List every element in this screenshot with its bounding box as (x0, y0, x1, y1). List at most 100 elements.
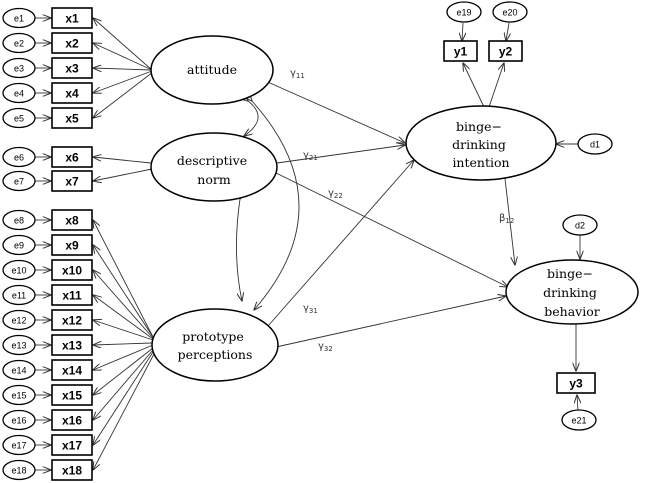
indicator-x11 (51, 284, 93, 306)
path-prototype-to-behavior (275, 296, 506, 348)
indicator-x9 (51, 234, 93, 256)
path-loading-x12 (93, 320, 154, 341)
path-loading-x16 (93, 349, 154, 420)
path-loading-x4 (93, 70, 153, 93)
path-loading-x13 (93, 343, 153, 345)
path-e20-to-y2 (506, 22, 509, 41)
path-loading-x2 (93, 43, 153, 71)
coef-gamma-21: γ21 (303, 150, 318, 162)
path-loading-x8 (93, 220, 154, 338)
latent-attitude-label: attitude (187, 62, 237, 77)
coef-beta-12: β12 (499, 213, 514, 225)
indicator-x14 (51, 359, 93, 381)
indicator-x16-label: x16 (62, 414, 82, 428)
indicator-x17 (51, 434, 93, 456)
error-e2 (2, 32, 36, 54)
path-intention-to-y2 (488, 63, 504, 108)
latent-attitude-line1: attitude (187, 62, 237, 77)
latent-intention-label: binge− drinking intention (452, 119, 510, 170)
error-e15 (2, 384, 36, 406)
right-measurement-block: e19 e20 y1 y2 d1 d2 y3 e21 (443, 1, 613, 431)
path-loading-x17 (93, 351, 154, 445)
indicator-x15 (51, 384, 93, 406)
indicator-x3 (51, 57, 93, 79)
indicator-x18 (51, 459, 93, 481)
indicator-x8-label: x8 (65, 214, 79, 228)
indicator-x7 (51, 170, 93, 192)
error-e21 (561, 409, 597, 431)
indicator-x2 (51, 32, 93, 54)
indicator-x7-label: x7 (65, 175, 79, 189)
error-e3-label: e3 (14, 63, 24, 73)
indicator-y2-label: y2 (499, 45, 513, 59)
indicator-x15-label: x15 (62, 389, 82, 403)
path-e19-to-y1 (462, 22, 463, 41)
disturbance-d2 (562, 214, 598, 236)
error-e3 (2, 57, 36, 79)
error-e9 (2, 234, 36, 256)
error-e6 (2, 146, 36, 168)
indicator-y2 (488, 40, 523, 62)
path-descnorm-to-intention (276, 145, 405, 164)
latent-prototype-line2: perceptions (178, 347, 253, 362)
error-e12-label: e12 (11, 315, 26, 325)
latent-prototype-perceptions (151, 308, 279, 382)
indicator-x2-label: x2 (65, 37, 79, 51)
indicator-y3-label: y3 (569, 377, 583, 391)
error-e8-label: e8 (14, 215, 24, 225)
cov-descnorm-prototype (235, 199, 242, 301)
error-e12 (2, 309, 36, 331)
indicator-x5 (51, 107, 93, 129)
indicator-x1-label: x1 (65, 12, 79, 26)
error-e16 (2, 409, 36, 431)
indicator-x5-label: x5 (65, 112, 79, 126)
error-e15-label: e15 (11, 390, 26, 400)
latent-prototype-line1: prototype (182, 329, 244, 344)
path-descnorm-to-behavior (273, 171, 508, 287)
latent-descriptive-norm-label: descriptive norm (177, 153, 251, 187)
indicator-x8 (51, 209, 93, 231)
indicator-x12-label: x12 (62, 314, 82, 328)
error-e10-label: e10 (11, 265, 26, 275)
path-loading-x1 (93, 18, 153, 71)
error-e1-label: e1 (14, 13, 24, 23)
path-e21-to-y3 (577, 395, 578, 412)
path-attitude-to-intention (260, 78, 405, 143)
error-e17-label: e17 (11, 440, 26, 450)
path-loading-x5 (93, 71, 154, 118)
disturbance-d2-label: d2 (575, 221, 585, 231)
indicator-y3 (556, 372, 596, 394)
indicator-y1 (443, 40, 478, 62)
path-intention-to-y1 (463, 63, 485, 108)
indicator-x6 (51, 146, 93, 168)
latent-behavior-line3: behavior (544, 304, 599, 319)
path-loading-x3 (93, 68, 152, 70)
structural-paths (260, 78, 515, 348)
indicator-x9-label: x9 (65, 239, 79, 253)
error-e18 (2, 459, 36, 481)
latent-binge-drinking-intention (405, 105, 557, 181)
cov-attitude-descnorm (244, 101, 259, 136)
error-e9-label: e9 (14, 240, 24, 250)
indicator-y1-label: y1 (454, 45, 468, 59)
error-e14 (2, 359, 36, 381)
path-prototype-to-intention (267, 160, 414, 327)
indicator-x18-label: x18 (62, 464, 82, 478)
coef-gamma-22: γ22 (328, 188, 343, 200)
path-coefficients: γ11 γ21 γ22 γ31 γ32 β12 (290, 68, 514, 353)
error-e4-label: e4 (14, 88, 24, 98)
path-loading-x14 (93, 344, 154, 370)
path-loading-x18 (93, 353, 155, 470)
indicator-x4 (51, 82, 93, 104)
latent-intention-line3: intention (452, 155, 509, 170)
error-e11-label: e11 (12, 290, 26, 300)
disturbance-d1 (577, 133, 613, 155)
error-e8 (2, 209, 36, 231)
latent-covariances (235, 101, 300, 310)
indicator-x14-label: x14 (62, 364, 82, 378)
indicator-x13 (51, 334, 93, 356)
error-e11 (2, 284, 36, 306)
latent-descriptive-norm (150, 132, 278, 202)
